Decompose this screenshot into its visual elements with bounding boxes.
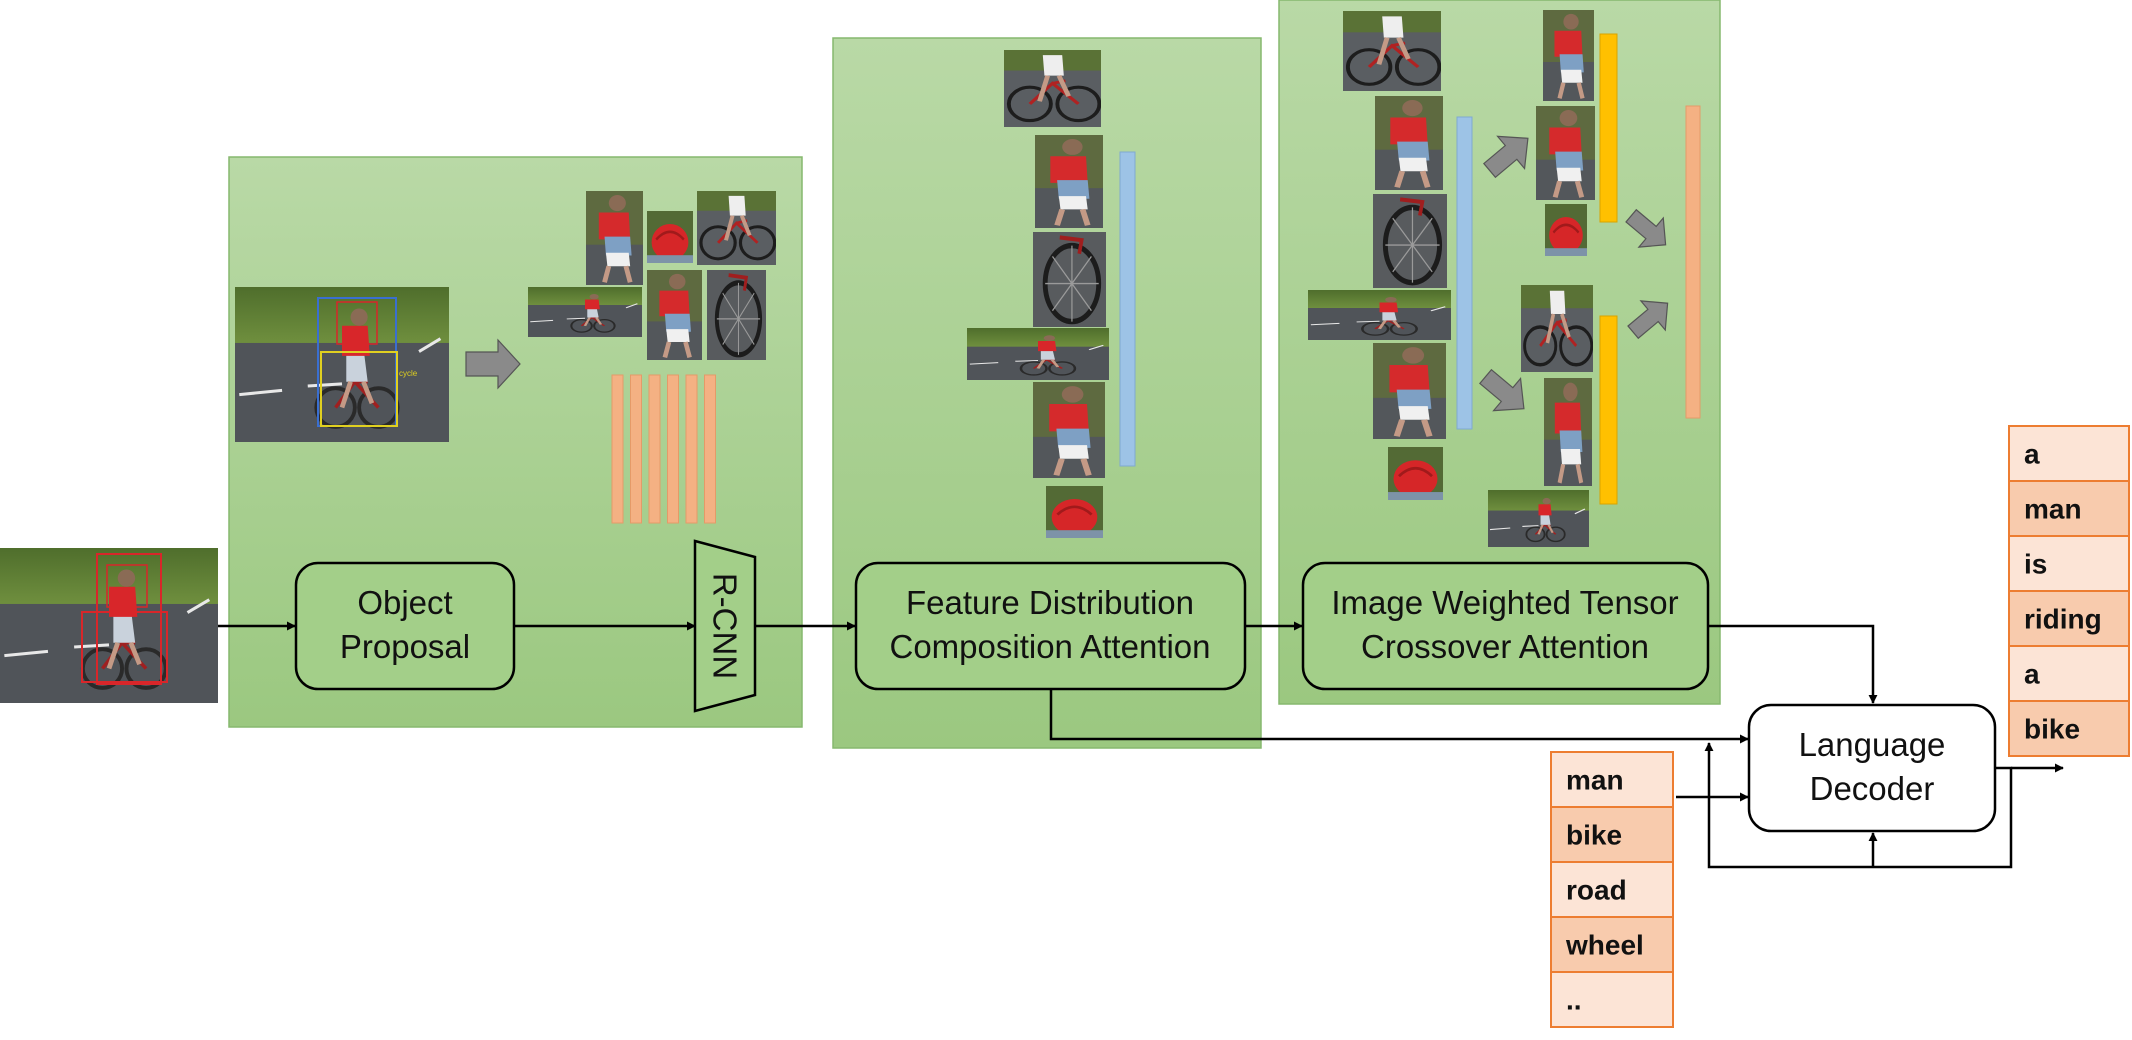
node-object-proposal: Object Proposal	[294, 561, 516, 691]
rcnn-label: R-CNN	[707, 573, 744, 679]
output-word-cell-text: bike	[2024, 714, 2080, 745]
input-word-cell-text: ..	[1566, 985, 1582, 1016]
iwtca-blue-bar	[1456, 116, 1473, 430]
object-proposal-line-2: Proposal	[340, 628, 470, 665]
fdca-line-2: Composition Attention	[889, 628, 1210, 665]
fdca-feature-bar	[1119, 151, 1136, 467]
input-word-cell-text: bike	[1566, 820, 1622, 851]
proposal-feature-bar	[704, 374, 716, 524]
proposal-feature-bars	[611, 374, 716, 524]
node-language-decoder: Language Decoder	[1747, 703, 1997, 833]
proposal-feature-bar	[685, 374, 698, 524]
node-iwtca: Image Weighted Tensor Crossover Attentio…	[1301, 561, 1710, 691]
output-word-cell: bike	[2008, 700, 2130, 757]
gray-arrow-proposal	[465, 338, 521, 390]
input-image	[0, 548, 218, 703]
proposal-feature-bar	[648, 374, 661, 524]
proposal-feature-bar	[611, 374, 624, 524]
decoder-line-2: Decoder	[1810, 770, 1935, 807]
output-word-cell: man	[2008, 480, 2130, 537]
input-word-cell: road	[1550, 861, 1674, 918]
iwtca-gold-bar-bottom	[1599, 315, 1618, 505]
detection-label-cycle: cycle	[399, 369, 418, 378]
flow-connectors	[218, 621, 2064, 869]
output-word-cell: riding	[2008, 590, 2130, 647]
input-word-cell: bike	[1550, 806, 1674, 863]
gray-arrow-merge-up	[1627, 300, 1669, 340]
detection-image: cycle	[235, 287, 449, 442]
input-word-cell-text: road	[1566, 875, 1627, 906]
output-word-cell-text: a	[2024, 659, 2040, 690]
output-word-cell: a	[2008, 425, 2130, 482]
proposal-feature-bar	[630, 374, 642, 524]
input-word-cell: wheel	[1550, 916, 1674, 973]
iwtca-gold-bar-top	[1599, 33, 1618, 223]
output-word-list: a man is riding a bike	[2008, 425, 2130, 757]
output-word-cell-text: is	[2024, 549, 2047, 580]
output-word-cell-text: riding	[2024, 604, 2102, 635]
input-word-cell-text: wheel	[1565, 930, 1644, 961]
output-word-cell: a	[2008, 645, 2130, 702]
input-word-cell-text: man	[1566, 765, 1624, 796]
output-word-cell-text: man	[2024, 494, 2082, 525]
output-word-cell-text: a	[2024, 439, 2040, 470]
iwtca-line-1: Image Weighted Tensor	[1331, 584, 1678, 621]
input-word-cell: man	[1550, 751, 1674, 808]
node-fdca: Feature Distribution Composition Attenti…	[854, 561, 1247, 691]
iwtca-line-2: Crossover Attention	[1361, 628, 1649, 665]
fdca-line-1: Feature Distribution	[906, 584, 1194, 621]
output-word-cell: is	[2008, 535, 2130, 592]
gray-arrow-down	[1478, 368, 1525, 412]
gray-arrow-up	[1482, 135, 1529, 179]
decoder-line-1: Language	[1799, 726, 1946, 763]
node-rcnn: R-CNN	[693, 539, 757, 713]
gray-arrow-merge-down	[1625, 208, 1667, 248]
input-word-list: man bike road wheel..	[1550, 751, 1674, 1028]
iwtca-output-bar	[1685, 105, 1701, 419]
object-proposal-line-1: Object	[357, 584, 452, 621]
proposal-feature-bar	[667, 374, 679, 524]
input-word-cell: ..	[1550, 971, 1674, 1028]
